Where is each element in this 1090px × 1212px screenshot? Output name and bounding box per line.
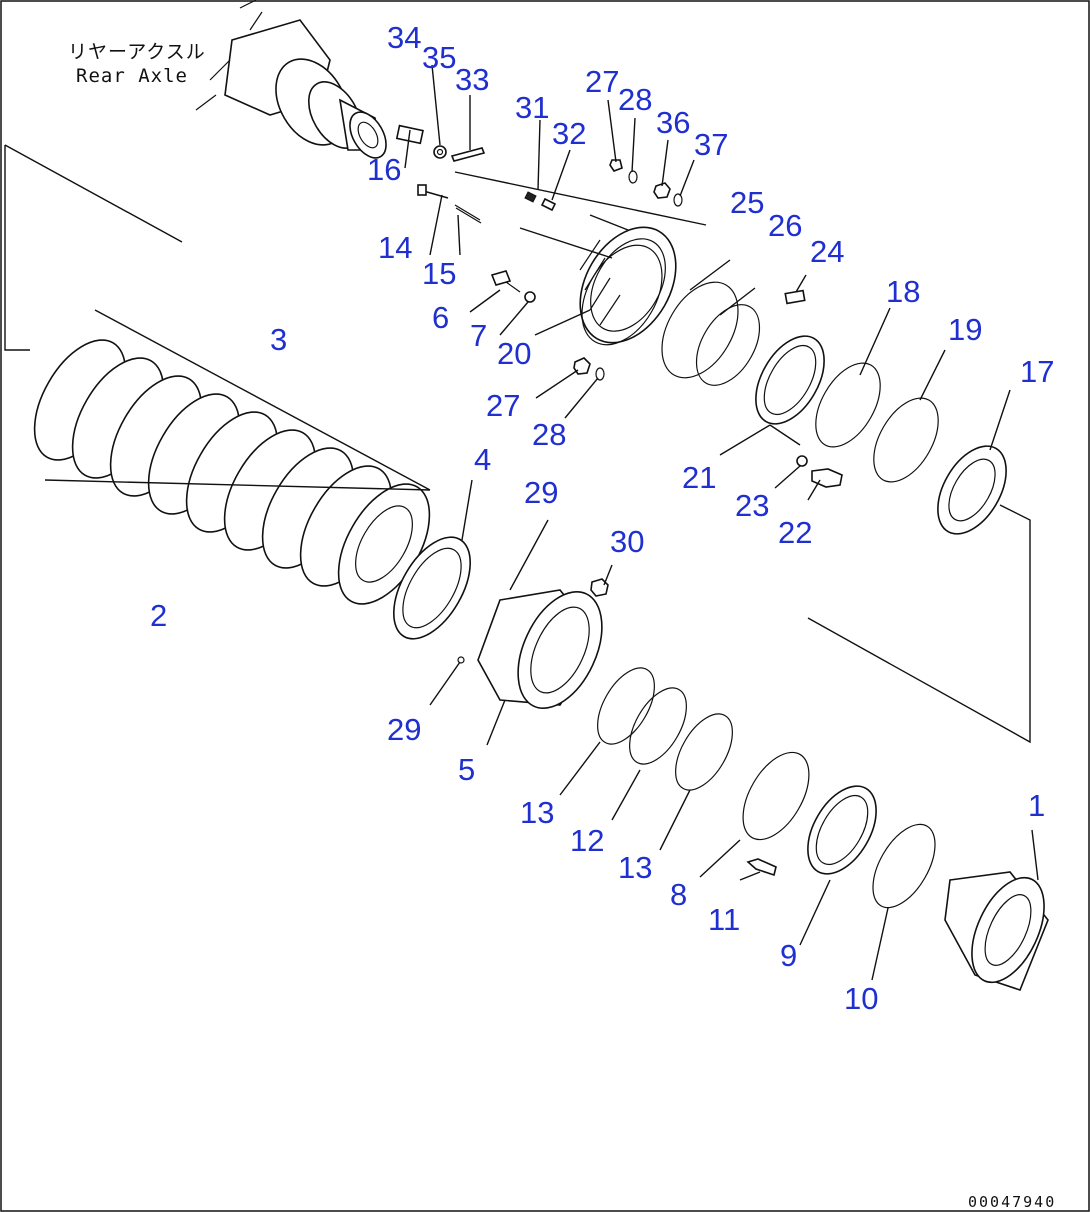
small-fasteners-top xyxy=(395,124,843,877)
label-part-23: 23 xyxy=(735,488,769,523)
label-part-29a: 29 xyxy=(524,475,558,510)
label-part-8: 8 xyxy=(670,877,687,912)
snap-ring-part-18 xyxy=(815,362,881,448)
label-part-28b: 28 xyxy=(532,417,566,452)
label-part-28a: 28 xyxy=(618,82,652,117)
label-part-9: 9 xyxy=(780,938,797,973)
label-part-16: 16 xyxy=(367,152,401,187)
label-part-17: 17 xyxy=(1020,354,1054,389)
rear-axle-label-en: Rear Axle xyxy=(76,65,188,87)
label-part-22: 22 xyxy=(778,515,812,550)
rear-axle-label-jp: リヤーアクスル xyxy=(68,41,206,63)
label-part-21: 21 xyxy=(682,460,716,495)
label-part-14: 14 xyxy=(378,230,412,265)
label-part-4: 4 xyxy=(474,442,491,477)
label-part-10: 10 xyxy=(844,981,878,1016)
hub-part-1 xyxy=(944,871,1049,991)
seal-ring-part-26 xyxy=(695,304,761,386)
label-part-25: 25 xyxy=(730,185,764,220)
seal-ring-part-13b xyxy=(675,713,733,791)
label-part-5: 5 xyxy=(458,752,475,787)
rear-axle-housing xyxy=(195,0,387,159)
label-part-6: 6 xyxy=(432,300,449,335)
label-part-26: 26 xyxy=(768,208,802,243)
snap-ring-part-10 xyxy=(872,823,936,909)
label-part-30: 30 xyxy=(610,524,644,559)
label-part-15: 15 xyxy=(422,256,456,291)
drawing-number: 00047940 xyxy=(968,1193,1056,1211)
label-part-27a: 27 xyxy=(585,64,619,99)
plate-part-4 xyxy=(393,536,471,640)
label-part-29b: 29 xyxy=(387,712,421,747)
label-part-34: 34 xyxy=(387,20,421,55)
label-part-19: 19 xyxy=(948,312,982,347)
label-part-7: 7 xyxy=(470,318,487,353)
label-part-2: 2 xyxy=(150,598,167,633)
label-part-33: 33 xyxy=(455,62,489,97)
label-part-31: 31 xyxy=(515,90,549,125)
label-part-3: 3 xyxy=(270,322,287,357)
seal-ring-part-13a xyxy=(597,667,655,745)
drum-part-5 xyxy=(477,589,603,710)
label-part-18: 18 xyxy=(886,274,920,309)
label-part-27b: 27 xyxy=(486,388,520,423)
label-part-1: 1 xyxy=(1028,788,1045,823)
label-part-24: 24 xyxy=(810,234,844,269)
label-part-37: 37 xyxy=(694,127,728,162)
seal-ring-part-25 xyxy=(661,281,739,379)
label-part-20: 20 xyxy=(497,336,531,371)
label-part-35: 35 xyxy=(422,40,456,75)
ring-part-8 xyxy=(742,751,810,841)
plate-part-9 xyxy=(807,785,877,875)
snap-ring-part-19 xyxy=(873,397,939,483)
label-part-13a: 13 xyxy=(520,795,554,830)
plate-part-21 xyxy=(755,335,825,425)
label-part-13b: 13 xyxy=(618,850,652,885)
label-part-32: 32 xyxy=(552,116,586,151)
leader-lines xyxy=(4,64,1039,981)
piston-housing-part-20 xyxy=(579,226,677,346)
retainer-part-17 xyxy=(937,445,1007,535)
seal-ring-part-12 xyxy=(629,687,687,765)
clutch-disc-stack xyxy=(33,339,431,605)
label-part-11: 11 xyxy=(708,902,740,937)
label-part-36: 36 xyxy=(656,105,690,140)
label-part-12: 12 xyxy=(570,823,604,858)
